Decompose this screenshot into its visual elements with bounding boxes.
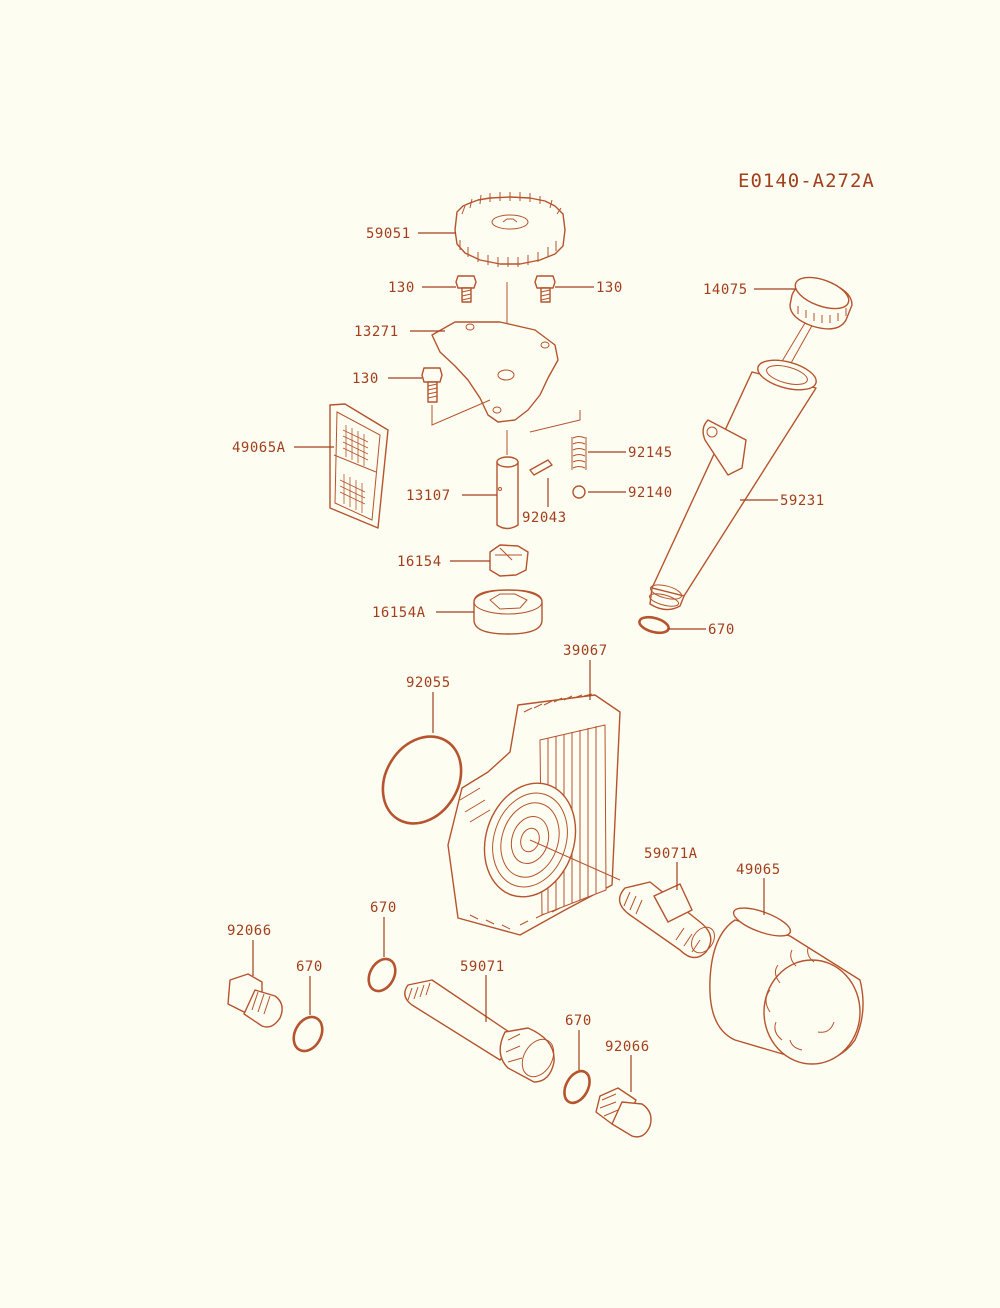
- gear-59051[interactable]: [454, 192, 566, 267]
- pin-92043[interactable]: [529, 459, 553, 476]
- callout-670-tube: 670: [708, 622, 735, 638]
- gasket-92055[interactable]: [367, 722, 477, 838]
- inner-rotor-16154[interactable]: [489, 544, 529, 577]
- callout-92140: 92140: [628, 485, 673, 501]
- bolt-130-right[interactable]: [534, 275, 556, 303]
- strainer-49065A[interactable]: [329, 403, 389, 529]
- plate-13271[interactable]: [431, 321, 559, 423]
- callout-92055: 92055: [406, 675, 451, 691]
- o-ring-670-right[interactable]: [559, 1067, 594, 1107]
- callout-49065A: 49065A: [232, 440, 286, 456]
- callout-16154: 16154: [397, 554, 442, 570]
- callout-13107: 13107: [406, 488, 451, 504]
- callout-670-left: 670: [296, 959, 323, 975]
- filter-housing-39067[interactable]: [447, 693, 621, 936]
- callout-92066-right: 92066: [605, 1039, 650, 1055]
- drain-plug-92066-right[interactable]: [595, 1087, 652, 1138]
- spring-92145[interactable]: [571, 436, 587, 471]
- outer-rotor-16154A[interactable]: [473, 589, 543, 635]
- callout-92145: 92145: [628, 445, 673, 461]
- callout-49065: 49065: [736, 862, 781, 878]
- dipstick-cap-14075[interactable]: [777, 271, 853, 373]
- callout-92043: 92043: [522, 510, 567, 526]
- bolt-130-left[interactable]: [455, 275, 477, 303]
- pipe-59071[interactable]: [404, 979, 560, 1083]
- callout-16154A: 16154A: [372, 605, 426, 621]
- fitting-59071A[interactable]: [618, 881, 720, 959]
- callout-92066-left: 92066: [227, 923, 272, 939]
- callout-59051: 59051: [366, 226, 411, 242]
- drain-plug-92066-left[interactable]: [227, 973, 283, 1028]
- callout-670-right: 670: [565, 1013, 592, 1029]
- diagram-code: E0140-A272A: [738, 170, 875, 192]
- oil-filter-49065[interactable]: [709, 902, 864, 1065]
- callout-670-upper: 670: [370, 900, 397, 916]
- callout-59071: 59071: [460, 959, 505, 975]
- callout-13271: 13271: [354, 324, 399, 340]
- callout-130-top-left: 130: [388, 280, 415, 296]
- callout-14075: 14075: [703, 282, 748, 298]
- callout-130-top-right: 130: [596, 280, 623, 296]
- o-ring-670-left[interactable]: [288, 1012, 328, 1056]
- ball-92140[interactable]: [572, 485, 586, 499]
- callout-130-lower: 130: [352, 371, 379, 387]
- bolt-130-lower[interactable]: [421, 367, 443, 403]
- callout-59231: 59231: [780, 493, 825, 509]
- callout-39067: 39067: [563, 643, 608, 659]
- filler-tube-59231[interactable]: [648, 355, 819, 611]
- callout-59071A: 59071A: [644, 846, 698, 862]
- shaft-13107[interactable]: [496, 456, 519, 530]
- o-ring-670-upper[interactable]: [363, 954, 400, 995]
- o-ring-670-tube[interactable]: [638, 614, 671, 635]
